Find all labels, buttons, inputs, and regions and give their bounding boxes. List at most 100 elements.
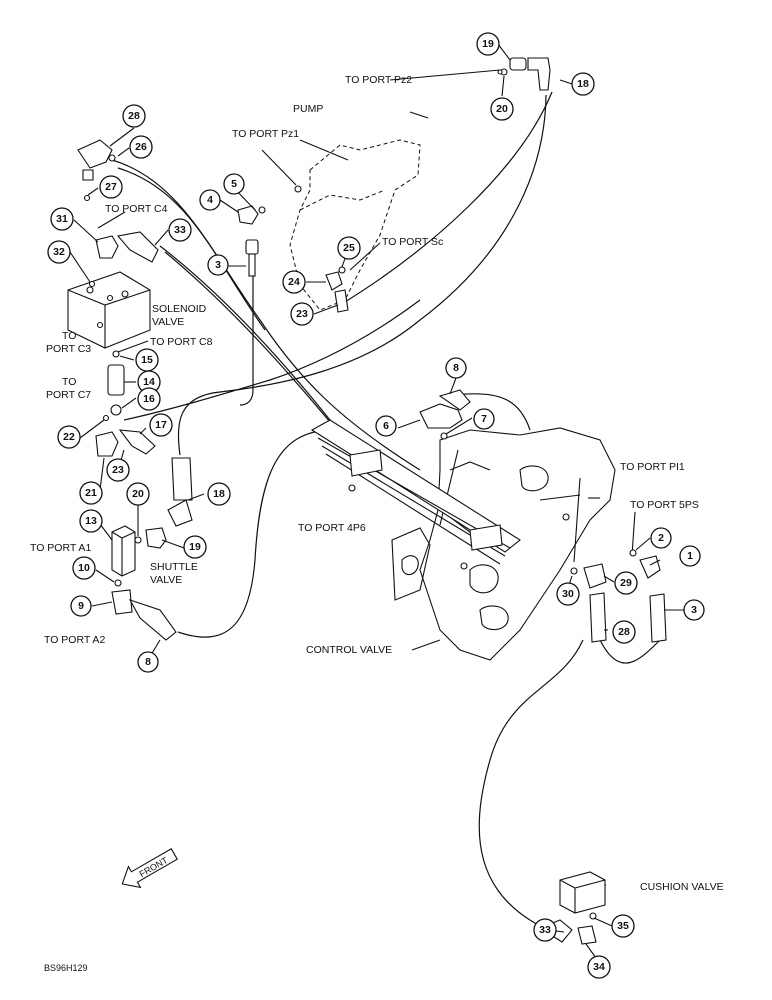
svg-text:18: 18 (213, 488, 225, 500)
callout-10: 10 (72, 556, 96, 580)
label-shuttle: SHUTTLE (150, 561, 198, 573)
callout-21: 21 (79, 481, 103, 505)
label-port-c4: TO PORT C4 (105, 203, 168, 215)
callout-18: 18 (571, 72, 595, 96)
svg-text:33: 33 (539, 924, 551, 936)
svg-text:3: 3 (691, 604, 697, 616)
label-control-valve: CONTROL VALVE (306, 644, 392, 656)
hose-lines (97, 69, 661, 936)
callout-7: 7 (473, 408, 495, 430)
callout-22: 22 (57, 425, 81, 449)
svg-text:19: 19 (189, 541, 201, 553)
svg-text:5: 5 (231, 178, 237, 190)
label-port-pz1: TO PORT Pz1 (232, 128, 299, 140)
callout-31: 31 (50, 207, 74, 231)
svg-text:19: 19 (482, 38, 494, 50)
svg-text:28: 28 (128, 110, 140, 122)
svg-text:35: 35 (617, 920, 629, 932)
svg-text:9: 9 (78, 600, 84, 612)
label-port-c3-b: PORT C3 (46, 343, 91, 355)
svg-text:15: 15 (141, 354, 153, 366)
label-shuttle-valve: VALVE (150, 574, 182, 586)
callout-6: 6 (375, 415, 397, 437)
svg-text:14: 14 (143, 376, 155, 388)
svg-text:21: 21 (85, 487, 97, 499)
callouts: 19 18 20 28 26 5 4 27 31 33 32 3 25 24 2… (47, 32, 705, 979)
svg-text:24: 24 (288, 276, 300, 288)
svg-text:27: 27 (105, 181, 117, 193)
callout-20: 20 (490, 97, 514, 121)
label-port-a2: TO PORT A2 (44, 634, 105, 646)
label-cushion-valve: CUSHION VALVE (640, 881, 724, 893)
svg-text:8: 8 (145, 656, 151, 668)
label-port-c7-b: PORT C7 (46, 389, 91, 401)
label-port-4p6: TO PORT 4P6 (298, 522, 366, 534)
svg-text:25: 25 (343, 242, 355, 254)
svg-text:28: 28 (618, 626, 630, 638)
callout-15: 15 (135, 348, 159, 372)
callout-32: 32 (47, 240, 71, 264)
svg-text:2: 2 (658, 532, 664, 544)
callout-16: 16 (137, 387, 161, 411)
svg-text:17: 17 (155, 419, 167, 431)
label-port-a1: TO PORT A1 (30, 542, 91, 554)
callout-28b: 28 (612, 620, 636, 644)
callout-2: 2 (650, 527, 672, 549)
label-solenoid-valve: VALVE (152, 316, 184, 328)
callout-24: 24 (282, 270, 306, 294)
callout-18b: 18 (207, 482, 231, 506)
svg-text:23: 23 (296, 308, 308, 320)
callout-13: 13 (79, 509, 103, 533)
svg-text:30: 30 (562, 588, 574, 600)
control-valve (310, 419, 616, 661)
svg-text:13: 13 (85, 515, 97, 527)
svg-text:26: 26 (135, 141, 147, 153)
label-port-c8: TO PORT C8 (150, 336, 213, 348)
label-port-pi1: TO PORT PI1 (620, 461, 685, 473)
svg-text:3: 3 (215, 259, 221, 271)
callout-5: 5 (223, 173, 245, 195)
svg-text:29: 29 (620, 577, 632, 589)
svg-text:32: 32 (53, 246, 65, 258)
callout-3a: 3 (207, 254, 229, 276)
callout-34: 34 (587, 955, 611, 979)
fittings (77, 57, 667, 945)
callout-9: 9 (70, 595, 92, 617)
callout-8a: 8 (137, 651, 159, 673)
label-port-sc: TO PORT Sc (382, 236, 443, 248)
solenoid-valve (67, 271, 151, 349)
svg-text:18: 18 (577, 78, 589, 90)
cushion-valve (559, 871, 606, 914)
label-port-c3-a: TO (62, 330, 76, 342)
callout-19b: 19 (183, 535, 207, 559)
callout-23a: 23 (290, 302, 314, 326)
callout-20b: 20 (126, 482, 150, 506)
svg-text:16: 16 (143, 393, 155, 405)
svg-text:20: 20 (132, 488, 144, 500)
label-port-5ps: TO PORT 5PS (630, 499, 699, 511)
callout-23b: 23 (106, 458, 130, 482)
front-arrow: FRONT (121, 848, 179, 889)
pump (289, 139, 421, 311)
callout-26: 26 (129, 135, 153, 159)
callout-35: 35 (611, 914, 635, 938)
bubble-leaders (69, 43, 684, 959)
shuttle-valve (111, 525, 136, 577)
callout-8b: 8 (445, 357, 467, 379)
label-port-c7-a: TO (62, 376, 76, 388)
svg-text:31: 31 (56, 213, 68, 225)
callout-4: 4 (199, 189, 221, 211)
svg-text:33: 33 (174, 224, 186, 236)
svg-text:23: 23 (112, 464, 124, 476)
svg-text:8: 8 (453, 362, 459, 374)
svg-text:6: 6 (383, 420, 389, 432)
callout-17: 17 (149, 413, 173, 437)
svg-text:1: 1 (687, 550, 693, 562)
callout-27: 27 (99, 175, 123, 199)
label-pump: PUMP (293, 103, 323, 115)
label-solenoid: SOLENOID (152, 303, 207, 315)
label-figure-code: BS96H129 (44, 963, 88, 973)
svg-text:10: 10 (78, 562, 90, 574)
callout-1: 1 (679, 545, 701, 567)
